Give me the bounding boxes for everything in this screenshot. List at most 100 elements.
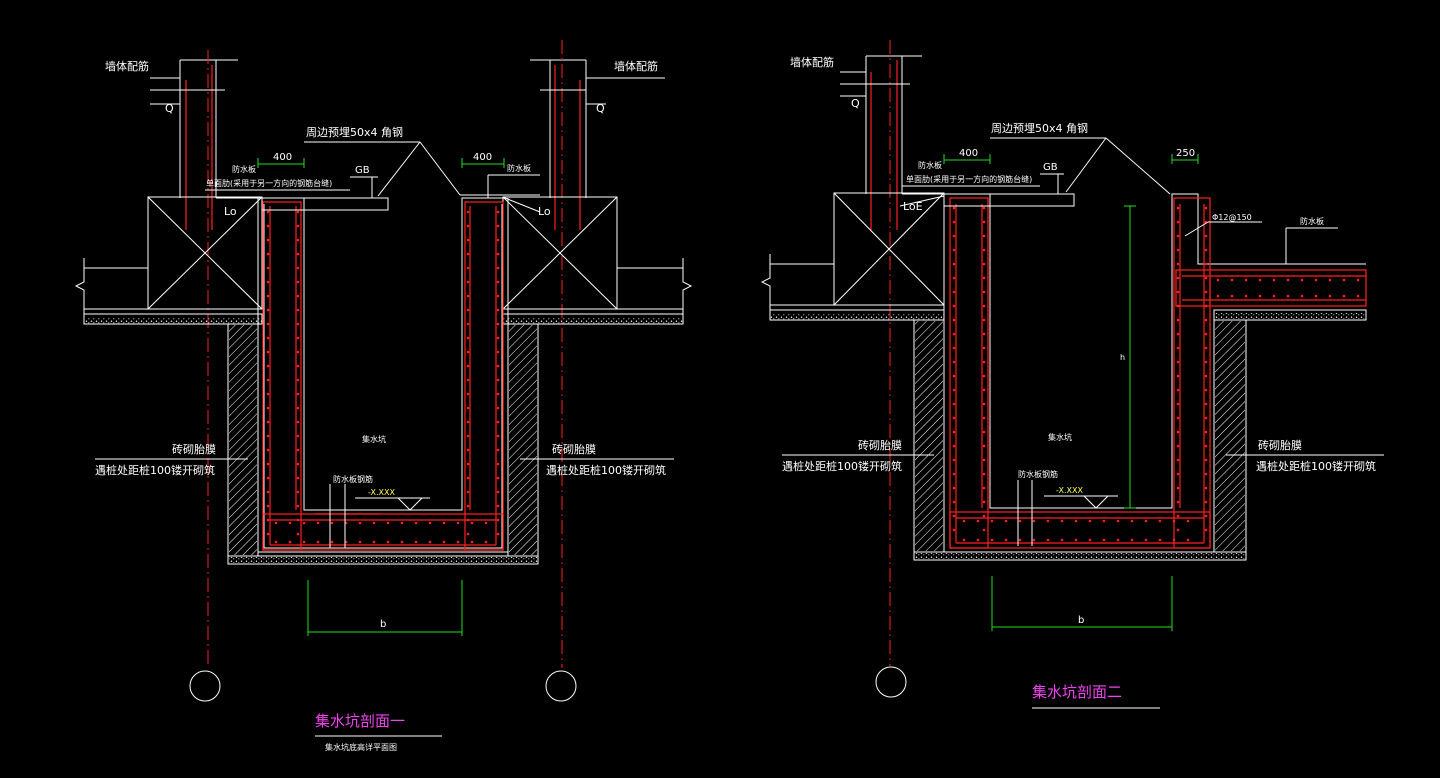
rebar-dot xyxy=(952,346,956,350)
rebar-dot xyxy=(952,290,956,294)
rebar-dot xyxy=(1102,538,1106,542)
rebar-dot xyxy=(1356,294,1360,298)
rebar-dot xyxy=(1158,519,1162,523)
rebar-dot xyxy=(962,519,966,523)
rebar-dot xyxy=(1176,374,1180,378)
rebar-dot xyxy=(1204,290,1208,294)
s1-waterproof-left-label: 防水板 xyxy=(232,164,256,174)
rebar-dot xyxy=(496,280,500,284)
rebar-dot xyxy=(976,519,980,523)
rebar-dot xyxy=(1176,360,1180,364)
rebar-dot xyxy=(296,350,300,354)
rebar-dot xyxy=(266,434,270,438)
rebar-dot xyxy=(1186,519,1190,523)
rebar-dot xyxy=(1204,332,1208,336)
rebar-dot xyxy=(952,206,956,210)
s2-brick-left-label-2: 遇桩处距桩100镂开砌筑 xyxy=(782,459,902,473)
s2-q-label: Q xyxy=(851,97,860,110)
s2-dim-400: 400 xyxy=(959,148,978,159)
rebar-dot xyxy=(982,248,986,252)
s2-edge-note: 单面肋(采用于另一方向的钢筋台缝) xyxy=(906,174,1032,184)
s1-brick-right-label-1: 砖砌胎膜 xyxy=(552,442,596,456)
s1-dimensions xyxy=(257,158,505,636)
rebar-dot xyxy=(330,540,334,544)
rebar-dot xyxy=(1244,294,1248,298)
rebar-dot xyxy=(296,238,300,242)
rebar-dot xyxy=(296,294,300,298)
rebar-dot xyxy=(1018,519,1022,523)
s2-rebar-spec-label: Φ12@150 xyxy=(1212,213,1252,222)
rebar-dot xyxy=(1314,294,1318,298)
rebar-dot xyxy=(1176,402,1180,406)
rebar-dot xyxy=(952,262,956,266)
rebar-dot xyxy=(496,532,500,536)
rebar-dot xyxy=(1356,278,1360,282)
rebar-dot xyxy=(1004,519,1008,523)
rebar-dot xyxy=(296,336,300,340)
rebar-dot xyxy=(442,521,446,525)
rebar-dot xyxy=(496,462,500,466)
rebar-dot xyxy=(466,266,470,270)
rebar-dot xyxy=(982,290,986,294)
rebar-dot xyxy=(1272,278,1276,282)
rebar-dot xyxy=(296,434,300,438)
rebar-dot xyxy=(1204,374,1208,378)
rebar-dot xyxy=(466,294,470,298)
rebar-dot xyxy=(1176,528,1180,532)
rebar-dot xyxy=(296,266,300,270)
rebar-dot xyxy=(1204,304,1208,308)
rebar-dot xyxy=(358,540,362,544)
rebar-dot xyxy=(1176,444,1180,448)
rebar-dot xyxy=(296,448,300,452)
s1-rebar-dots xyxy=(266,210,500,544)
rebar-dot xyxy=(296,462,300,466)
s2-gb-label: GB xyxy=(1043,162,1058,173)
rebar-dot xyxy=(1286,294,1290,298)
rebar-dot xyxy=(1204,360,1208,364)
rebar-dot xyxy=(1176,500,1180,504)
s2-pit-label: 集水坑 xyxy=(1048,432,1072,442)
rebar-dot xyxy=(470,521,474,525)
s1-lo-right-label: Lo xyxy=(538,205,551,218)
s2-dim-250: 250 xyxy=(1176,148,1195,159)
s1-pit-rebar-label: 防水板钢筋 xyxy=(333,474,373,484)
rebar-dot xyxy=(952,304,956,308)
rebar-dot xyxy=(414,540,418,544)
rebar-dot xyxy=(266,252,270,256)
s1-dim-b: b xyxy=(380,619,386,630)
rebar-dot xyxy=(266,420,270,424)
s1-dim-400-right: 400 xyxy=(473,152,492,163)
rebar-dot xyxy=(1176,206,1180,210)
rebar-dot xyxy=(1102,519,1106,523)
rebar-dot xyxy=(466,462,470,466)
rebar-dot xyxy=(266,294,270,298)
rebar-dot xyxy=(496,252,500,256)
rebar-dot xyxy=(266,532,270,536)
rebar-dot xyxy=(982,304,986,308)
rebar-dot xyxy=(952,332,956,336)
rebar-dot xyxy=(990,519,994,523)
rebar-dot xyxy=(302,521,306,525)
s1-q-right-label: Q xyxy=(596,102,605,115)
rebar-dot xyxy=(496,266,500,270)
rebar-dot xyxy=(952,486,956,490)
rebar-dot xyxy=(466,238,470,242)
rebar-dot xyxy=(1204,500,1208,504)
s2-waterproof-label: 防水板 xyxy=(918,160,942,170)
rebar-dot xyxy=(1176,430,1180,434)
s2-brick-left-label-1: 砖砌胎膜 xyxy=(858,438,902,452)
rebar-dot xyxy=(496,364,500,368)
rebar-dot xyxy=(952,276,956,280)
rebar-dot xyxy=(1130,538,1134,542)
rebar-dot xyxy=(1204,402,1208,406)
s2-pit-rebar-label: 防水板钢筋 xyxy=(1018,469,1058,479)
rebar-dot xyxy=(266,224,270,228)
rebar-dot xyxy=(372,540,376,544)
rebar-dot xyxy=(466,434,470,438)
s2-elevation-label: -X.XXX xyxy=(1056,486,1083,495)
rebar-dot xyxy=(466,364,470,368)
s1-brick-right-label-2: 遇桩处距桩100镂开砌筑 xyxy=(546,463,666,477)
rebar-dot xyxy=(1204,234,1208,238)
rebar-dot xyxy=(386,540,390,544)
